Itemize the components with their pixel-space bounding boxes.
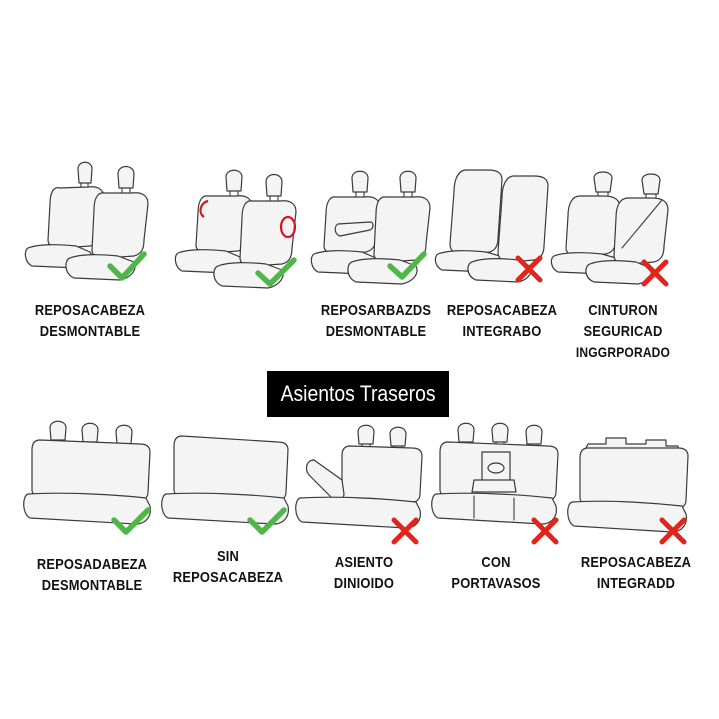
- rear-seat-option-3-caption: ASIENTO DINIOIDO: [295, 552, 433, 594]
- caption-line: INGGRPORADO: [575, 344, 671, 360]
- front-seat-pair-illustration: [550, 171, 669, 287]
- caption-line: DESMONTABLE: [41, 577, 143, 594]
- front-seat-option-1-caption: REPOSACABEZA DESMONTABLE: [21, 300, 159, 342]
- caption-line: DESMONTABLE: [39, 323, 141, 340]
- caption-line: REPOSACABEZA: [580, 554, 692, 571]
- check-icon: [111, 507, 151, 535]
- check-icon: [107, 251, 147, 281]
- rear-seats-section-header: Asientos Traseros: [267, 371, 449, 417]
- rear-seat-option-4: CON PORTAVASOS: [430, 420, 570, 592]
- check-icon: [387, 251, 427, 280]
- caption-line: REPOSARBAZDS: [320, 302, 432, 319]
- rear-seat-option-2: SIN REPOSACABEZA: [158, 434, 298, 586]
- rear-bench-illustration: [295, 424, 423, 545]
- caption-line: REPOSACABEZA: [446, 302, 558, 319]
- check-icon: [247, 507, 287, 535]
- caption-line: SEGURICAD: [583, 323, 663, 340]
- caption-line: ASIENTO: [334, 554, 394, 571]
- rear-seat-option-5-caption: REPOSACABEZA INTEGRADD: [567, 552, 705, 594]
- caption-line: CON: [481, 554, 511, 571]
- caption-line: INTEGRADD: [596, 575, 676, 592]
- front-seat-pair-illustration: [310, 170, 431, 285]
- caption-line: REPOSADABEZA: [36, 556, 148, 573]
- front-seat-option-3: REPOSARBAZDS DESMONTABLE: [308, 166, 448, 340]
- section-header-label: Asientos Traseros: [280, 381, 436, 406]
- caption-line: INTEGRABO: [462, 323, 542, 340]
- caption-line: DESMONTABLE: [325, 323, 427, 340]
- front-seat-option-4-caption: REPOSACABEZA INTEGRABO: [438, 300, 567, 342]
- cross-icon: [659, 517, 687, 545]
- cross-icon: [641, 259, 669, 287]
- front-seat-option-3-caption: REPOSARBAZDS DESMONTABLE: [307, 300, 445, 342]
- caption-line: SIN: [216, 548, 240, 565]
- front-seat-option-5: CINTURON SEGURICAD INGGRPORADO: [550, 168, 690, 360]
- rear-seat-option-1: REPOSADABEZA DESMONTABLE: [20, 418, 160, 594]
- rear-seat-option-2-caption: SIN REPOSACABEZA: [159, 546, 297, 588]
- caption-line: DINIOIDO: [333, 575, 395, 592]
- caption-line: REPOSACABEZA: [34, 302, 146, 319]
- front-seat-pair-illustration: [434, 169, 549, 283]
- rear-seat-option-5: REPOSACABEZA INTEGRADD: [566, 436, 706, 592]
- cross-icon: [391, 517, 419, 545]
- caption-line: PORTAVASOS: [451, 575, 541, 592]
- rear-bench-illustration: [23, 420, 151, 535]
- rear-seat-option-1-caption: REPOSADABEZA DESMONTABLE: [23, 554, 161, 596]
- rear-bench-illustration: [161, 435, 289, 535]
- caption-line: REPOSACABEZA: [172, 569, 284, 586]
- front-seat-option-5-caption: CINTURON SEGURICAD INGGRPORADO: [559, 300, 688, 363]
- front-seat-pair-illustration: [174, 169, 297, 289]
- attachment-point-highlight: [199, 199, 209, 218]
- rear-bench-illustration: [431, 422, 559, 545]
- cross-icon: [531, 517, 559, 545]
- caption-line: CINTURON: [588, 302, 658, 319]
- rear-seat-option-4-caption: CON PORTAVASOS: [427, 552, 565, 594]
- attachment-point-highlight: [279, 215, 297, 239]
- front-seat-option-1: REPOSACABEZA DESMONTABLE: [18, 158, 158, 340]
- cross-icon: [515, 255, 543, 283]
- check-icon: [255, 257, 297, 287]
- front-seat-option-4: REPOSACABEZA INTEGRABO: [430, 166, 570, 340]
- front-seat-option-2: [170, 165, 310, 290]
- front-seat-pair-illustration: [24, 161, 149, 281]
- rear-bench-illustration: [567, 437, 689, 545]
- rear-seat-option-3: ASIENTO DINIOIDO: [294, 420, 434, 592]
